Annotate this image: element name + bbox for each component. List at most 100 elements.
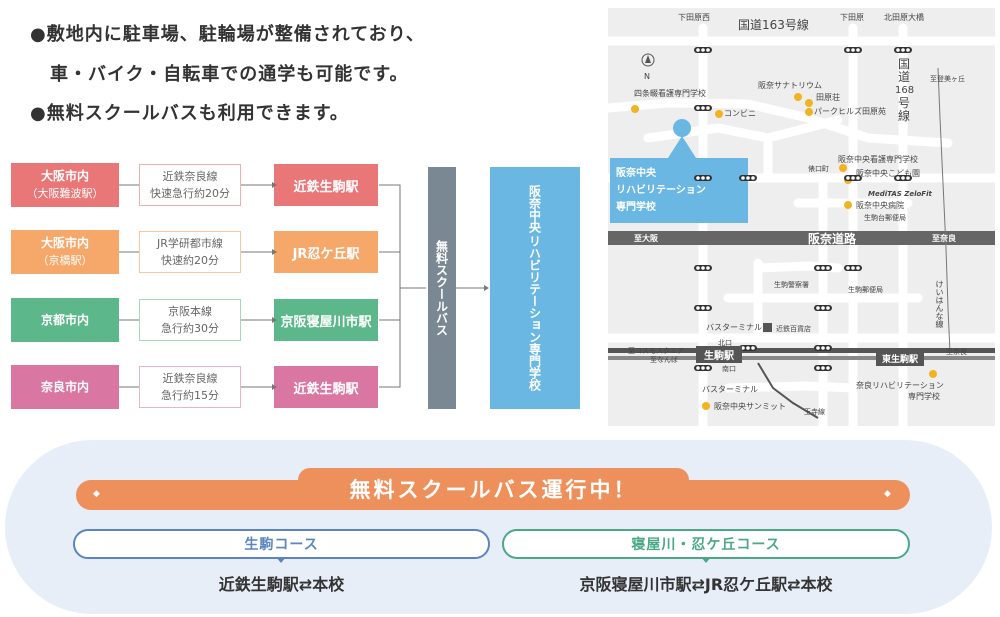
map-roads <box>608 23 995 426</box>
label-hanna-sanatorium: 阪奈サナトリウム <box>758 81 822 90</box>
label-shimotahara: 下田原 <box>840 13 864 22</box>
course-ikoma: 生駒コース <box>73 529 490 559</box>
course-neyagawa-arrow-icon <box>701 557 711 563</box>
route-train-line: JR学研都市線快速約20分 <box>139 231 241 273</box>
course-neyagawa: 寝屋川・忍ケ丘コース <box>502 529 910 559</box>
route-origin: 大阪市内 （京橋駅） <box>11 230 119 274</box>
label-hanna-road: 阪奈道路 <box>808 232 857 246</box>
label-to-nara: 至奈良 <box>932 234 956 243</box>
course-neyagawa-destination: 京阪寝屋川市駅⇄JR忍ケ丘駅⇄本校 <box>579 575 833 594</box>
traffic-signal-icon <box>814 305 832 311</box>
traffic-signal-icon <box>894 175 912 181</box>
train-line-name: JR学研都市線 <box>157 237 223 250</box>
label-to-namba: 至なんば <box>650 356 678 364</box>
label-kokoro-en: 阪奈中央こども園 <box>856 169 920 178</box>
route168-part2: 道 <box>897 70 910 84</box>
bullet-parking-line2: 車・バイク・自転車での通学も可能です。 <box>50 64 409 85</box>
course-ikoma-arrow-icon <box>276 557 286 563</box>
label-ikoma-police: 生駒警察署 <box>774 281 809 289</box>
route168-part5: 線 <box>897 109 910 123</box>
route-origin-city: 大阪市内 <box>40 169 89 183</box>
school-callout: 阪奈中央 リハビリテーション 専門学校 <box>616 165 706 216</box>
school-name-line2: リハビリテーション専門学校 <box>527 235 542 391</box>
label-zelofit: MediTAS ZeloFit <box>868 190 932 198</box>
traffic-signal-icon <box>739 345 757 351</box>
route-destination-station: 近鉄生駒駅 <box>274 164 378 206</box>
traffic-signal-icon <box>814 265 832 271</box>
label-oji-line: 王寺線 <box>804 408 825 416</box>
traffic-signal-icon <box>694 365 712 371</box>
label-south-exit: 南口 <box>722 365 736 373</box>
train-line-duration: 快速約20分 <box>161 254 219 267</box>
traffic-signal-icon <box>694 175 712 181</box>
label-shimotahara-nishi: 下田原西 <box>678 13 710 22</box>
label-to-cosmo: 至コスモスクエア <box>628 347 684 355</box>
label-ikoma-post: 生駒台郵便局 <box>864 214 906 222</box>
label-hanna-nursing: 阪奈中央看護専門学校 <box>838 155 918 164</box>
label-north-exit: 北口 <box>718 339 732 347</box>
traffic-signal-icon <box>814 365 832 371</box>
train-line-duration: 急行約30分 <box>161 322 219 335</box>
route-origin: 京都市内 <box>11 298 119 342</box>
label-shijonawate-nursing: 四条畷看護専門学校 <box>634 89 706 98</box>
label-bus-terminal-south: バスターミナル <box>702 385 758 394</box>
traffic-signal-icon <box>894 47 912 53</box>
course-ikoma-destination: 近鉄生駒駅⇄本校 <box>218 575 345 594</box>
route-origin-station: （京橋駅） <box>37 254 93 267</box>
label-bus-terminal-north: バスターミナル <box>706 323 762 332</box>
school-callout-line3: 専門学校 <box>616 202 656 213</box>
bus-banner-title: 無料スクールバス運行中！ <box>349 478 638 502</box>
label-keikuchicho: 俵口町 <box>808 165 829 173</box>
traffic-signal-icon <box>694 265 712 271</box>
route-origin-city: 奈良市内 <box>40 379 89 394</box>
label-to-osaka: 至大阪 <box>634 234 658 243</box>
train-line-duration: 快速急行約20分 <box>150 187 230 200</box>
traffic-signal-icon <box>694 47 712 53</box>
route-destination-station: 京阪寝屋川市駅 <box>274 299 378 341</box>
route-train-line: 京阪本線急行約30分 <box>139 299 241 341</box>
traffic-signal-icon <box>844 265 862 271</box>
route-train-line: 近鉄奈良線快速急行約20分 <box>139 164 241 206</box>
label-to-nara2: 至奈良 <box>946 348 967 356</box>
route168-part1: 国 <box>897 57 910 71</box>
traffic-signal-icon <box>739 175 757 181</box>
label-nara-rehab-line2: 専門学校 <box>908 392 940 401</box>
train-line-name: 近鉄奈良線 <box>162 170 218 183</box>
sparkle-icon: ◆ <box>93 489 100 499</box>
bullet-free-bus: ●無料スクールバスも利用できます。 <box>30 103 349 124</box>
label-route168: 国 道 168 号 線 <box>895 57 915 123</box>
route-train-line: 近鉄奈良線急行約15分 <box>139 366 241 408</box>
label-kintetsu-dept: 近鉄百貨店 <box>776 325 811 333</box>
bullet-parking-line1: ●敷地内に駐車場、駐輪場が整備されており、 <box>30 24 425 45</box>
access-map: 下田原西 国道163号線 下田原 北田原大橋 N 四条畷看護専門学校 阪奈サナト… <box>608 8 995 426</box>
label-summit: 阪奈中央サンミット <box>714 402 786 411</box>
route168-part3: 168 <box>895 85 915 96</box>
route-connectors <box>119 182 489 390</box>
route-origin: 大阪市内 （大阪難波駅） <box>11 163 119 207</box>
label-ikoma-post-office: 生駒郵便局 <box>848 286 883 294</box>
route-destination-station: JR忍ケ丘駅 <box>274 231 378 273</box>
train-line-name: 京阪本線 <box>168 305 212 318</box>
route-origin-city: 大阪市内 <box>40 236 89 250</box>
label-konbini: コンビニ <box>724 109 756 118</box>
traffic-signal-icon <box>844 47 862 53</box>
traffic-signal-icon <box>844 175 862 181</box>
school-callout-line2: リハビリテーション <box>616 185 706 196</box>
school-box: 阪奈中央 リハビリテーション専門学校 <box>490 167 580 409</box>
train-line-name: 近鉄奈良線 <box>162 372 218 385</box>
label-higashi-ikoma: 東生駒駅 <box>876 351 925 366</box>
label-route163: 国道163号線 <box>738 18 809 32</box>
traffic-signal-icon <box>814 345 832 351</box>
route168-part4: 号 <box>897 96 910 110</box>
free-bus-label: 無料スクールバス <box>434 240 449 336</box>
label-park-hills: パークヒルズ田原苑 <box>814 107 886 116</box>
train-line-duration: 急行約15分 <box>161 389 219 402</box>
label-keihanna-line: けいはんな線 <box>935 280 944 328</box>
route-origin-station: （大阪難波駅） <box>26 187 104 200</box>
route-destination-station: 近鉄生駒駅 <box>274 366 378 408</box>
label-tawara-so: 田原荘 <box>816 93 840 102</box>
label-nara-rehab-line1: 奈良リハビリテーション <box>856 381 944 390</box>
north-label: N <box>644 72 650 81</box>
traffic-signal-icon <box>694 105 712 111</box>
school-callout-line1: 阪奈中央 <box>616 168 656 179</box>
